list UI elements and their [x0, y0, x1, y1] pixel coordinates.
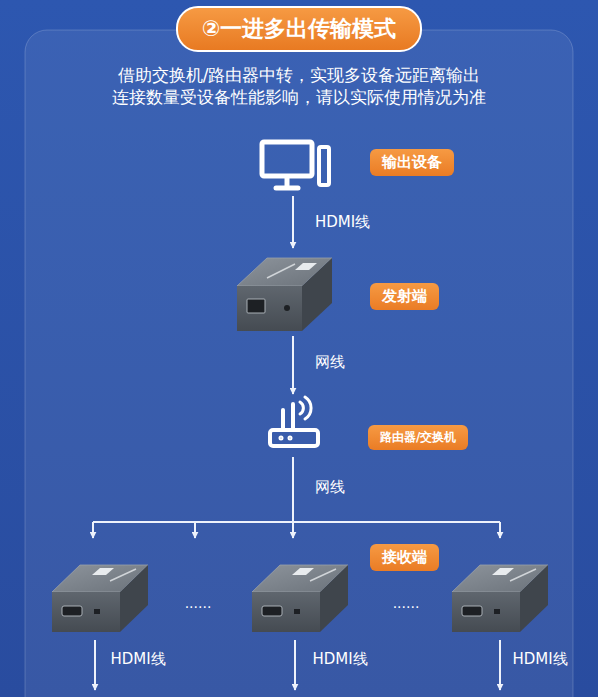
drawing-part — [280, 437, 282, 439]
drawing-part — [294, 640, 296, 690]
device-node: 输出设备 — [255, 135, 465, 192]
device-label: 接收端 — [370, 544, 439, 571]
device-label: 发射端 — [370, 283, 439, 310]
router-icon — [270, 397, 318, 446]
title-pill: ②一进多出传输模式 — [176, 6, 423, 52]
drawing-part — [285, 178, 290, 186]
drawing-part — [93, 521, 500, 523]
drawing-part — [319, 147, 329, 185]
drawing-part — [270, 430, 318, 446]
device-label: 路由器/交换机 — [368, 425, 468, 450]
drawing-part — [262, 142, 312, 176]
ellipsis: ...... — [393, 595, 420, 611]
drawing-part — [281, 410, 285, 428]
panel — [25, 30, 573, 697]
device-node: 发射端 — [235, 252, 465, 332]
cable-label: 网线 — [315, 478, 345, 497]
drawing-part — [499, 640, 501, 690]
cable-label: HDMI线 — [315, 213, 370, 232]
drawing-part — [289, 437, 291, 439]
output-arrows — [95, 640, 500, 690]
drawing-part — [276, 186, 298, 191]
cable-label: HDMI线 — [312, 650, 367, 669]
cable-label: 网线 — [315, 353, 345, 372]
drawing-part — [499, 522, 501, 538]
transmitter-device — [237, 258, 332, 331]
device-label: 输出设备 — [370, 149, 454, 176]
receiver-device — [252, 565, 348, 632]
receiver-device — [452, 565, 548, 632]
cable-label: HDMI线 — [512, 650, 567, 669]
drawing-part — [300, 402, 303, 414]
drawing-part — [92, 522, 94, 538]
branch-lines — [93, 522, 500, 538]
device-node: 接收端 — [40, 542, 570, 692]
subtitle: 借助交换机/路由器中转，实现多设备远距离输出 — [118, 64, 481, 87]
connector-arrow — [292, 457, 294, 538]
device-node: 路由器/交换机 — [262, 398, 467, 453]
receiver-device — [52, 565, 148, 632]
cable-label: HDMI线 — [110, 650, 165, 669]
ellipsis: ...... — [185, 595, 212, 611]
connector-arrow — [292, 336, 294, 394]
drawing-part — [194, 522, 196, 538]
drawing-part — [305, 397, 311, 419]
monitor-icon — [262, 142, 329, 188]
subtitle: 连接数量受设备性能影响，请以实际使用情况为准 — [112, 86, 486, 109]
drawing-part — [291, 404, 295, 428]
drawing-part — [94, 640, 96, 690]
connector-arrow — [292, 196, 294, 248]
